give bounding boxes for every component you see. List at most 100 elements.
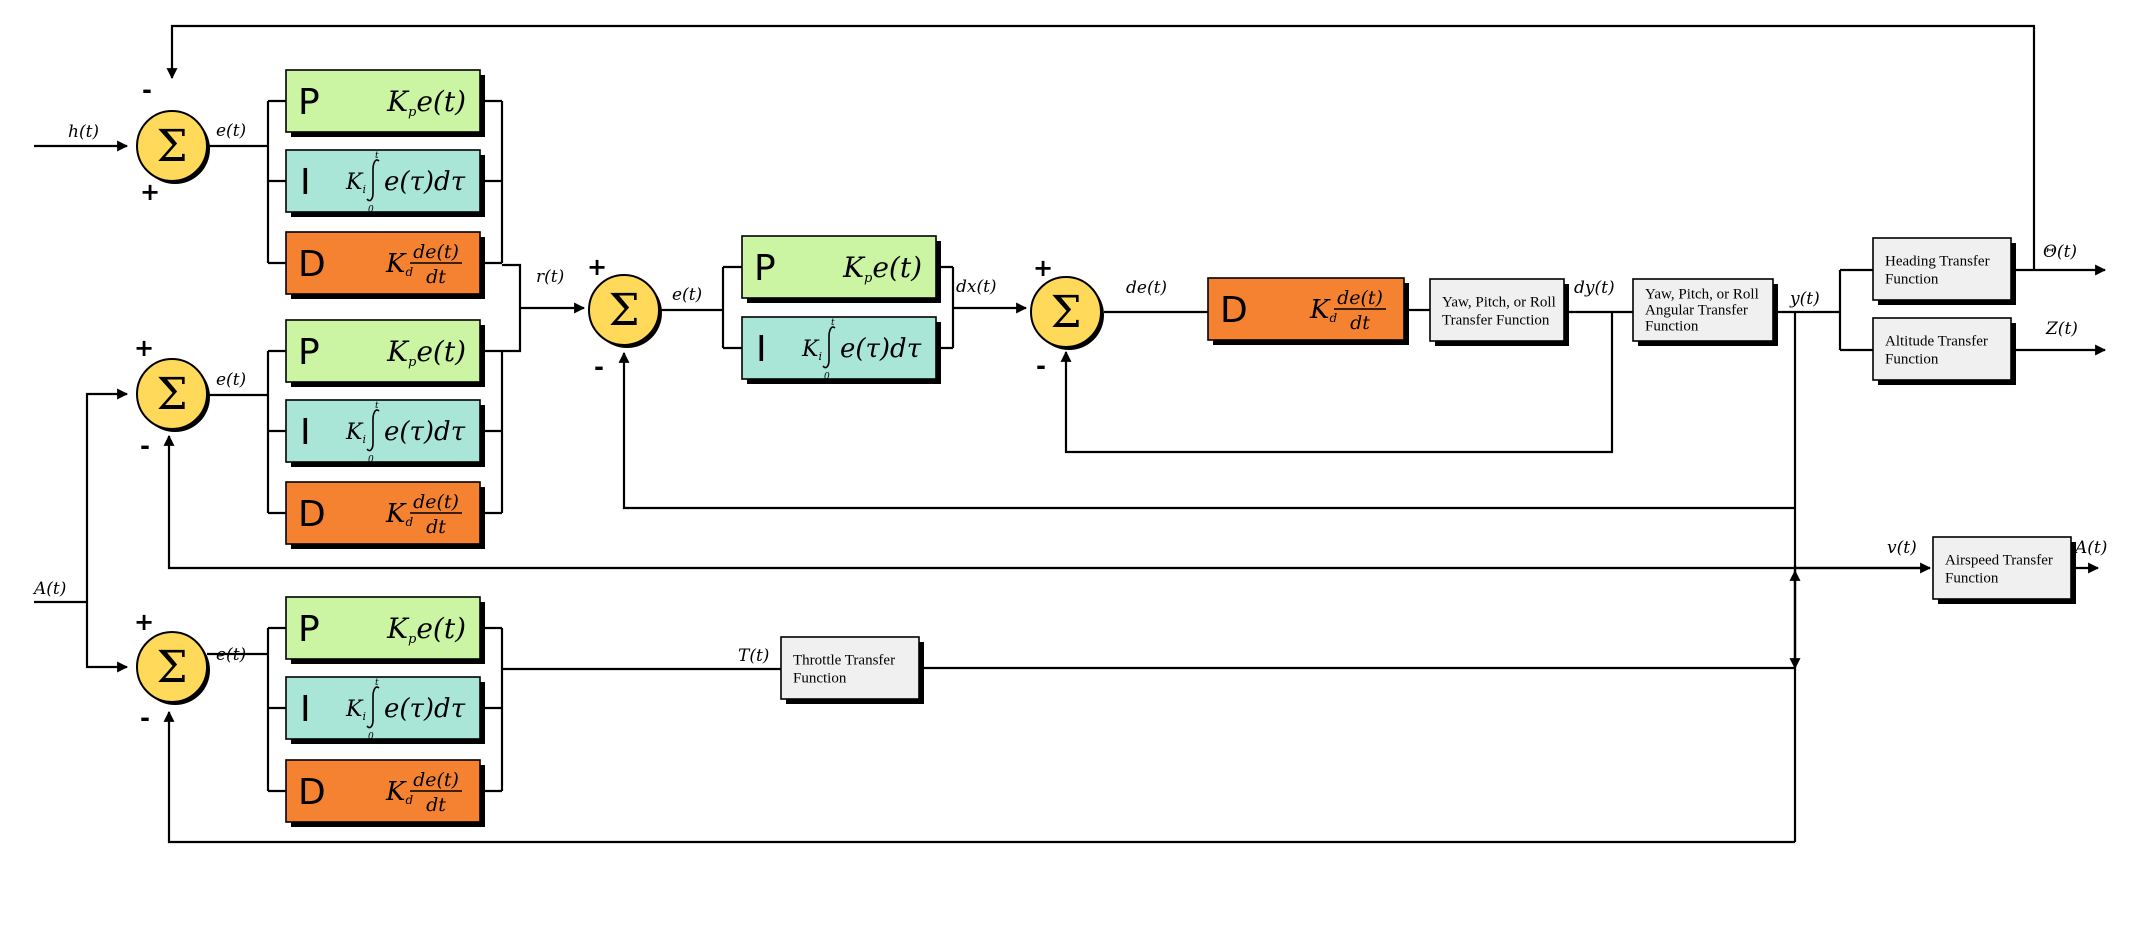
label-e3: e(t)	[672, 285, 702, 305]
label-T: T(t)	[738, 646, 769, 666]
block-body	[741, 316, 937, 380]
summer-circle	[136, 110, 208, 182]
signal-wires	[34, 24, 2107, 844]
i-gain: Ki	[345, 170, 366, 196]
i-gain-sub: i	[362, 710, 366, 723]
integral-sign	[366, 686, 380, 729]
wire-A-to-summer4	[85, 602, 129, 673]
block-body	[1932, 536, 2072, 600]
label-de: de(t)	[1126, 278, 1167, 298]
label-A-in: A(t)	[32, 579, 66, 599]
p-letter: P	[298, 332, 320, 373]
block-body	[1872, 317, 2012, 381]
d-denominator: dt	[1350, 312, 1370, 334]
signal-labels: -++-+-+-+-h(t)e(t)e(t)r(t)e(t)dx(t)de(t)…	[32, 76, 2107, 732]
sign-s5-plus: +	[134, 608, 154, 636]
d-gain-sub: d	[1329, 311, 1337, 325]
block-body	[1872, 237, 2012, 301]
block-body	[285, 399, 481, 463]
integral-sign	[366, 159, 380, 202]
i-gain-k: K	[345, 420, 364, 445]
summer-circle	[1030, 276, 1102, 348]
label-dy: dy(t)	[1574, 278, 1615, 298]
d-numerator: de(t)	[413, 769, 459, 791]
label-dx: dx(t)	[956, 277, 997, 297]
sign-s1-minus: -	[142, 76, 152, 104]
label-e4: e(t)	[216, 645, 246, 665]
i-gain-k: K	[801, 337, 820, 362]
tf-heading-line-2: Function	[1885, 271, 1939, 287]
block-body	[285, 596, 481, 660]
d-gain-k: K	[385, 777, 407, 807]
wire-pid3-inputs	[268, 626, 286, 793]
p-letter: P	[298, 82, 320, 123]
tf-throttle-line-2: Function	[793, 670, 847, 686]
i-integrand: e(τ)dτ	[840, 334, 922, 364]
sign-s3-plus: +	[587, 253, 607, 281]
summer-airspeed: Σ	[136, 631, 210, 705]
tf-throttle-line-1: Throttle Transfer	[793, 652, 895, 668]
label-z: Z(t)	[2045, 319, 2078, 339]
i-lower-limit: 0	[368, 455, 374, 465]
sign-s4-plus: +	[1033, 254, 1053, 282]
pid-altitude-p-block: P Kpe(t)	[285, 319, 485, 387]
i-integrand: e(τ)dτ	[384, 694, 466, 724]
summer-sigma: Σ	[1050, 287, 1081, 338]
p-expr: e(t)	[416, 612, 466, 645]
i-gain-sub: i	[818, 350, 822, 363]
label-e1: e(t)	[216, 121, 246, 141]
label-e2: e(t)	[216, 370, 246, 390]
i-letter: I	[756, 329, 767, 370]
p-expr: e(t)	[872, 251, 922, 284]
d-gain-k: K	[1309, 295, 1331, 325]
d-letter: D	[298, 494, 326, 535]
wire-pid2-inputs	[268, 349, 286, 515]
summer-circle	[136, 631, 208, 703]
tf-yaw-pitch-roll-line-2: Transfer Function	[1442, 312, 1550, 328]
wire-y-feedback	[618, 351, 1795, 510]
i-letter: I	[300, 412, 311, 453]
wire-y-outputs	[1840, 268, 1873, 352]
p-gain-sub: p	[864, 271, 873, 286]
sign-s2-plus: +	[134, 334, 154, 362]
i-gain-k: K	[345, 697, 364, 722]
block-body	[780, 636, 920, 700]
summer-circle	[136, 358, 208, 430]
d-gain-sub: d	[405, 515, 413, 529]
tf-angular-line-1: Yaw, Pitch, or Roll	[1645, 287, 1759, 303]
label-h: h(t)	[68, 122, 99, 142]
integral-sign	[822, 326, 836, 369]
tf-angular-line-3: Function	[1645, 319, 1699, 335]
p-expr: e(t)	[416, 335, 466, 368]
i-letter: I	[300, 162, 311, 203]
pid-inner-p-block: P Kpe(t)	[741, 235, 941, 303]
p-letter: P	[754, 248, 776, 289]
d-gain: Kd	[385, 499, 413, 529]
block-body	[1429, 278, 1565, 342]
sign-s5-minus: -	[140, 704, 150, 732]
p-gain: K	[386, 335, 410, 368]
wire-airspeed-feedback	[163, 434, 1930, 570]
d-numerator: de(t)	[1337, 287, 1383, 309]
d-denominator: dt	[426, 794, 446, 816]
i-upper-limit: t	[375, 401, 379, 411]
label-y: y(t)	[1789, 289, 1820, 309]
p-expression: Kpe(t)	[386, 335, 466, 370]
i-letter: I	[300, 689, 311, 730]
sign-s2-minus: -	[140, 432, 150, 460]
i-upper-limit: t	[831, 318, 835, 328]
p-expression: Kpe(t)	[842, 251, 922, 286]
p-gain: K	[386, 85, 410, 118]
